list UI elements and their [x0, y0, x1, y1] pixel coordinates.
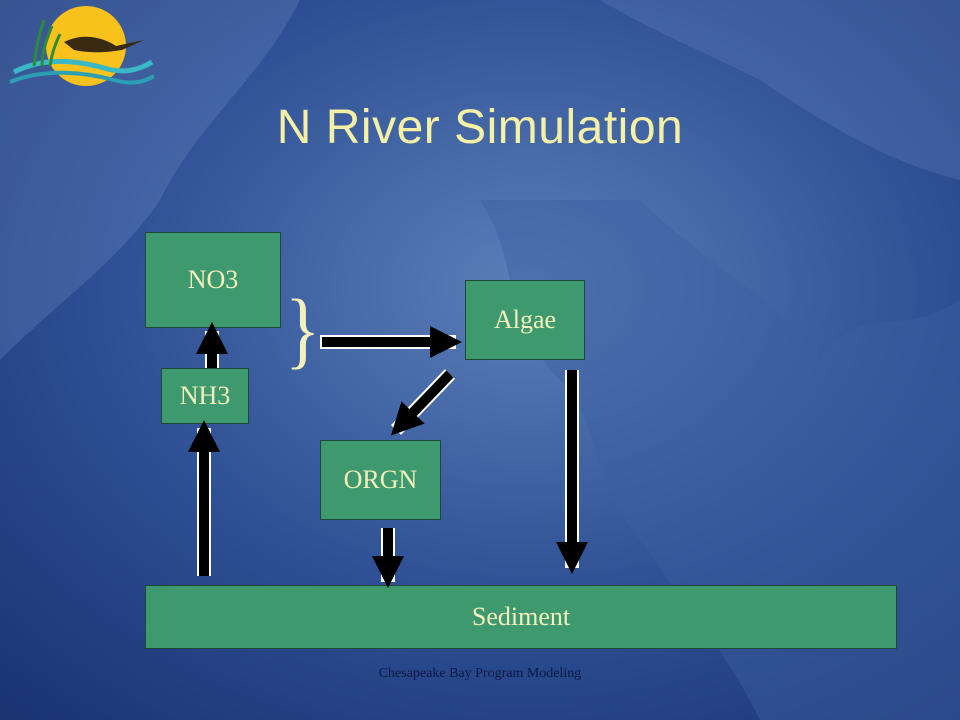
algae-node: Algae — [465, 280, 585, 360]
nh3-node: NH3 — [161, 368, 249, 424]
orgn-node: ORGN — [320, 440, 441, 520]
footer-text: Chesapeake Bay Program Modeling — [378, 666, 582, 681]
sun-heron-logo-icon — [9, 6, 154, 86]
sediment-node: Sediment — [145, 585, 897, 649]
no3-node: NO3 — [145, 232, 281, 328]
grouping-brace: } — [285, 281, 321, 377]
slide-title: N River Simulation — [276, 101, 684, 154]
